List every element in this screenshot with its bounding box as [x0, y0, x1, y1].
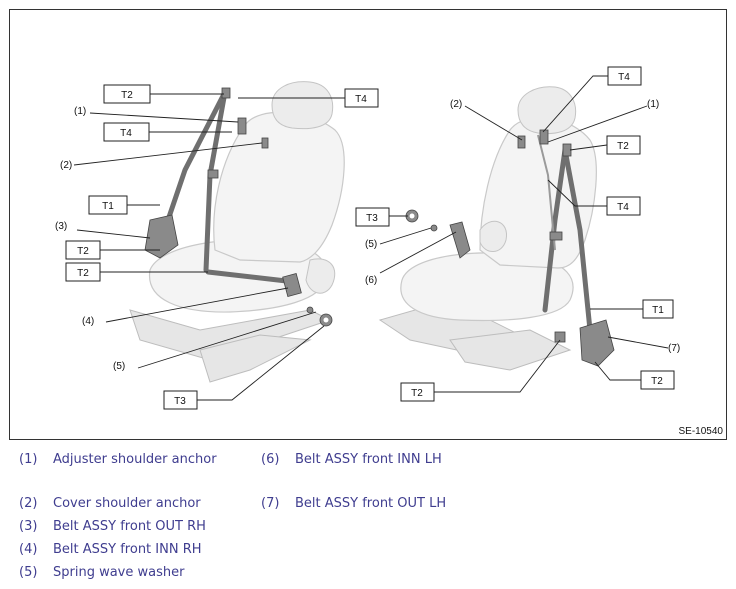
legend-text: Spring wave washer [53, 565, 185, 580]
label-t2-bottom-right: T2 [411, 388, 423, 399]
legend-text: Belt ASSY front INN RH [53, 542, 202, 557]
legend-num: (2) [19, 496, 38, 511]
legend-num: (4) [19, 542, 38, 557]
right-leader-lines [379, 75, 669, 393]
callout-1-left: (1) [74, 106, 86, 117]
label-t3-right: T3 [366, 213, 378, 224]
legend-num: (3) [19, 519, 38, 534]
shoulder-anchor-part [221, 87, 231, 99]
label-t2-top-left: T2 [121, 90, 133, 101]
buckle-part-right [449, 221, 471, 259]
callout-3-left: (3) [55, 221, 67, 232]
callout-1-right: (1) [647, 99, 659, 110]
figure-frame: T2 T4 T4 T1 T2 T2 T3 (1) (2) (3) (4) (5)… [9, 9, 727, 440]
label-t1-left: T1 [102, 201, 114, 212]
callout-6-right: (6) [365, 275, 377, 286]
label-t1-right: T1 [652, 305, 664, 316]
callout-2-right: (2) [450, 99, 462, 110]
label-t2-top-right: T2 [617, 141, 629, 152]
legend-num: (5) [19, 565, 38, 580]
left-torque-labels: T2 T4 T4 T1 T2 T2 T3 (1) (2) (3) (4) (5) [55, 84, 379, 410]
retractor-part-right [579, 319, 615, 367]
buckle-part [282, 273, 302, 297]
legend-text: Belt ASSY front OUT RH [53, 519, 206, 534]
callout-5-left: (5) [113, 361, 125, 372]
right-torque-labels: T4 T2 T4 T3 T1 T2 T2 (2) (1) (5) (6) (7) [355, 66, 680, 402]
label-t2-mid-left: T2 [77, 246, 89, 257]
legend-num: (6) [261, 452, 280, 467]
legend-text: Cover shoulder anchor [53, 496, 201, 511]
callout-7-right: (7) [668, 343, 680, 354]
legend-num: (7) [261, 496, 280, 511]
callout-5-right: (5) [365, 239, 377, 250]
label-t4-mid-left: T4 [120, 128, 132, 139]
label-t4-top-left: T4 [355, 94, 367, 105]
legend-text: Belt ASSY front OUT LH [295, 496, 447, 511]
label-t3-left: T3 [174, 396, 186, 407]
legend-text: Adjuster shoulder anchor [53, 452, 217, 467]
label-t2-low-right: T2 [651, 376, 663, 387]
legend-num: (1) [19, 452, 38, 467]
legend-text: Belt ASSY front INN LH [295, 452, 442, 467]
figure-code: SE-10540 [678, 426, 723, 437]
label-t4-mid-right: T4 [617, 202, 629, 213]
label-t4-top-right: T4 [618, 72, 630, 83]
left-seat-illustration [129, 81, 345, 383]
label-t2-low-left: T2 [77, 268, 89, 279]
callout-2-left: (2) [60, 160, 72, 171]
retractor-part [144, 214, 179, 259]
left-leader-lines [73, 93, 345, 401]
right-seat-illustration [378, 86, 615, 371]
callout-4-left: (4) [82, 316, 94, 327]
seatbelt-diagram: T2 T4 T4 T1 T2 T2 T3 (1) (2) (3) (4) (5)… [55, 66, 680, 410]
